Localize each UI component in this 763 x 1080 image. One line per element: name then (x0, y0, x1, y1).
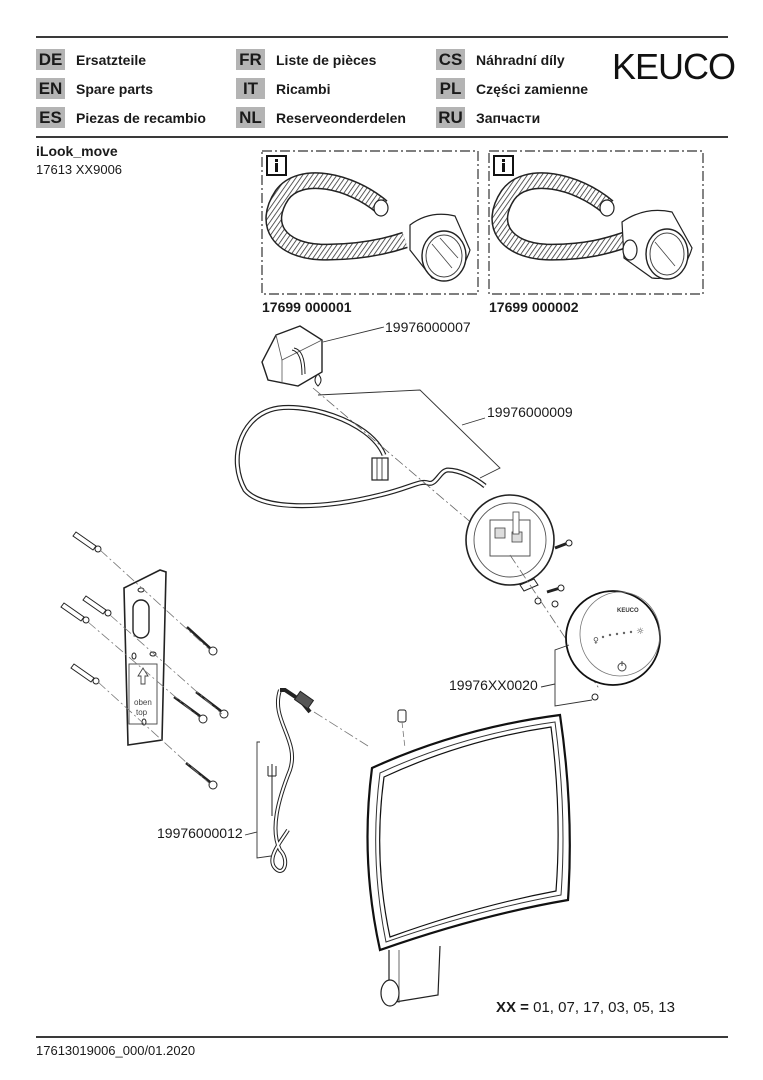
lang-code-badge: CS (436, 49, 465, 70)
lang-code-badge: ES (36, 107, 65, 128)
variant-equals: = (516, 999, 534, 1016)
info-icon (493, 155, 514, 176)
mirror-drawing (366, 709, 571, 1007)
lang-code-badge: RU (436, 107, 465, 128)
variant-prefix: XX (496, 999, 517, 1016)
svg-text:♀: ♀ (593, 636, 599, 645)
header-bottom-rule (36, 136, 728, 138)
callout-cable: 19976000009 (487, 404, 573, 420)
svg-text:☼: ☼ (636, 627, 644, 637)
callout-power-cable: 19976000012 (157, 825, 243, 841)
variant-note: XX = 01, 07, 17, 03, 05, 13 (496, 999, 675, 1016)
info-icon (266, 155, 287, 176)
lang-label: Náhradní díly (476, 51, 565, 68)
brand-logo: KEUCO (612, 46, 736, 87)
lang-row-it: IT Ricambi (236, 78, 330, 99)
lang-label: Reserveonderdelen (276, 109, 406, 126)
lang-code-badge: FR (236, 49, 265, 70)
lang-code-badge: DE (36, 49, 65, 70)
lang-label: Ersatzteile (76, 51, 147, 68)
optional-part-box-2 (488, 150, 704, 295)
mounting-base-drawing (465, 494, 601, 691)
optional-part-box-1 (261, 150, 479, 295)
footer-rule (36, 1036, 728, 1038)
lang-code-badge: NL (236, 107, 265, 128)
svg-text:KEUCO: KEUCO (617, 608, 639, 614)
product-code: 17613 XX9006 (36, 162, 123, 177)
product-name: iLook_move (36, 143, 118, 159)
lang-label: Części zamienne (476, 80, 589, 97)
lang-code-badge: IT (236, 78, 265, 99)
lang-row-nl: NL Reserveonderdelen (236, 107, 406, 128)
lang-row-es: ES Piezas de recambio (36, 107, 206, 128)
lang-row-fr: FR Liste de pièces (236, 49, 376, 70)
callout-transformer: 19976000007 (385, 319, 471, 335)
power-cable-drawing (244, 688, 369, 873)
flexible-conduit-icon (265, 172, 408, 261)
lang-label: Liste de pièces (276, 51, 377, 68)
lang-code-badge: EN (36, 78, 65, 99)
lang-label: Ricambi (276, 80, 331, 97)
optional-part-number-2: 17699 000002 (489, 299, 579, 315)
lang-row-pl: PL Części zamienne (436, 78, 588, 99)
lang-row-de: DE Ersatzteile (36, 49, 146, 70)
document-number: 17613019006_000/01.2020 (36, 1043, 196, 1058)
lang-label: Запчасти (476, 109, 541, 126)
lang-label: Spare parts (76, 80, 154, 97)
flush-mounted-box-icon (409, 213, 471, 282)
junction-box-icon (621, 209, 693, 280)
lang-label: Piezas de recambio (76, 109, 206, 126)
control-unit-drawing: KEUCO ☼ ♀ (540, 590, 661, 707)
lang-row-en: EN Spare parts (36, 78, 153, 99)
transformer-drawing (261, 325, 385, 387)
lang-code-badge: PL (436, 78, 465, 99)
bracket-label-top: top (136, 708, 148, 717)
flexible-conduit-icon (491, 172, 628, 261)
wall-bracket-drawing: oben top (60, 531, 229, 790)
lang-row-ru: RU Запчасти (436, 107, 540, 128)
lang-row-cs: CS Náhradní díly (436, 49, 565, 70)
connection-cable-drawing (234, 387, 516, 561)
callout-control-unit: 19976XX0020 (449, 677, 538, 693)
optional-part-number-1: 17699 000001 (262, 299, 352, 315)
variant-values: 01, 07, 17, 03, 05, 13 (533, 999, 675, 1016)
top-rule (36, 36, 728, 38)
bracket-label-oben: oben (134, 698, 152, 707)
